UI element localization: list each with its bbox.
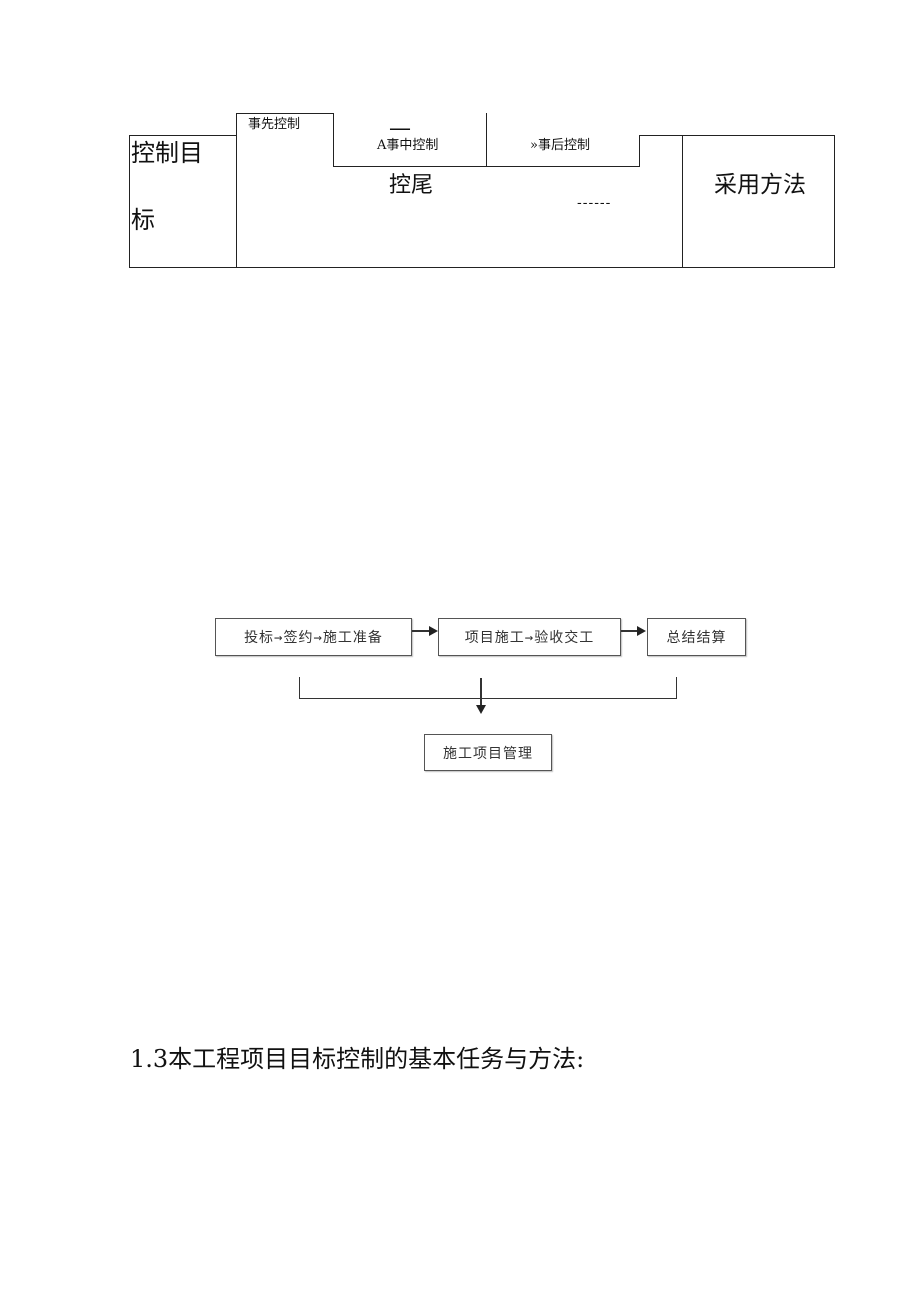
sub-header-divider <box>486 113 487 167</box>
arrow-2-head-icon <box>637 626 646 636</box>
center-text: 控尾 <box>389 173 434 198</box>
pre-control-right <box>333 113 334 167</box>
in-process-control-label: A事中控制 <box>377 138 439 153</box>
arrow-2-shaft <box>621 630 638 632</box>
connector-left <box>299 677 300 699</box>
down-arrow-head-icon <box>476 705 486 714</box>
pre-control-label: 事先控制 <box>248 117 301 132</box>
dash-mark-right: ------ <box>577 195 612 211</box>
pre-control-top <box>236 113 334 114</box>
project-flow-diagram: 投标→签约→施工准备 项目施工→验收交工 总结结算 施工项目管理 <box>0 600 920 780</box>
col-divider-1 <box>236 113 237 268</box>
col-divider-2 <box>682 135 683 268</box>
control-target-label-cont: 标 <box>131 206 155 234</box>
method-label: 采用方法 <box>714 172 806 198</box>
flow-stage-3: 总结结算 <box>647 618 746 656</box>
table-bottom-border <box>129 267 835 268</box>
flow-stage-1: 投标→签约→施工准备 <box>215 618 412 656</box>
table-right-border <box>834 135 835 268</box>
flow-result: 施工项目管理 <box>424 734 552 771</box>
connector-right <box>676 677 677 699</box>
table-top-border-left <box>129 135 236 136</box>
control-table: 控制目 标 事先控制 — A事中控制 »事后控制 控尾 ------ 采用方法 <box>0 0 920 280</box>
connector-center <box>480 678 482 706</box>
table-left-border <box>129 135 130 268</box>
table-top-border-right <box>639 135 835 136</box>
control-target-label: 控制目 <box>131 139 203 167</box>
connector-bottom <box>299 698 677 699</box>
arrow-1-shaft <box>412 630 430 632</box>
dash-mark-top: — <box>389 116 411 141</box>
post-control-label: »事后控制 <box>530 138 590 153</box>
sub-header-right <box>639 135 640 167</box>
section-heading: 1.3本工程项目目标控制的基本任务与方法: <box>130 1045 585 1073</box>
flow-stage-2: 项目施工→验收交工 <box>438 618 621 656</box>
arrow-1-head-icon <box>429 626 438 636</box>
